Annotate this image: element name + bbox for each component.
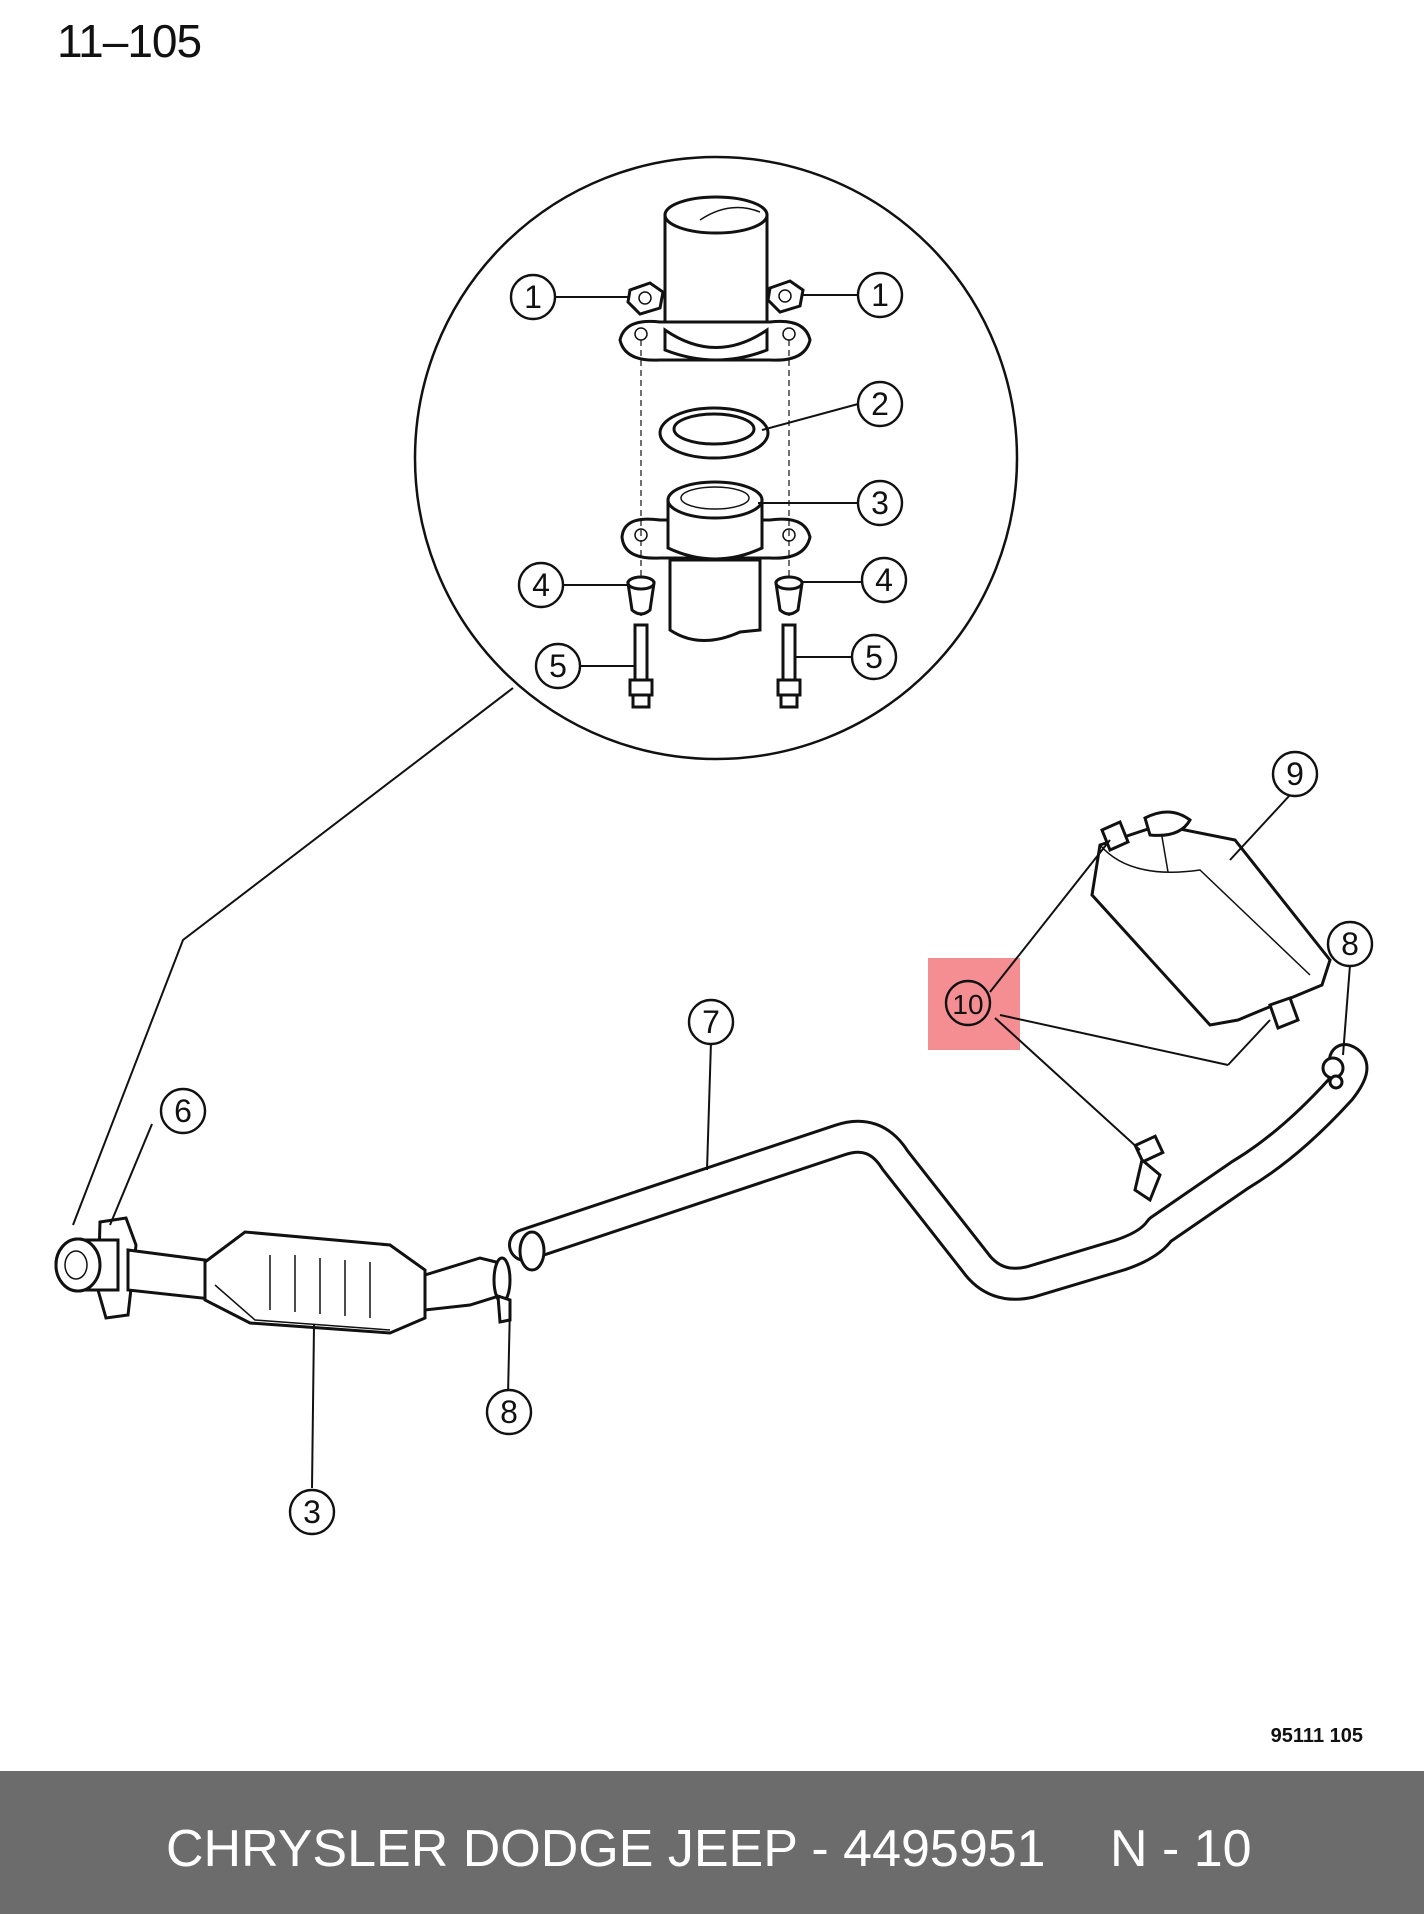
leader-3b	[311, 1324, 315, 1489]
detail-spring-right	[774, 575, 804, 616]
callout-6: 6	[159, 1087, 207, 1135]
svg-text:10: 10	[952, 989, 983, 1020]
detail-leader-line	[72, 687, 514, 1226]
footer-brand-part-number: CHRYSLER DODGE JEEP - 4495951	[166, 1820, 1046, 1878]
reference-code: 95111 105	[1270, 1725, 1363, 1747]
callout-8-front: 8	[485, 1388, 533, 1436]
svg-text:9: 9	[1286, 756, 1304, 792]
leader-8a	[507, 1304, 511, 1396]
detail-nut-left	[626, 281, 665, 316]
svg-text:5: 5	[549, 648, 567, 684]
leader-7	[706, 1041, 712, 1171]
svg-text:8: 8	[500, 1394, 518, 1430]
pipe-hanger-bracket	[1133, 1134, 1165, 1203]
svg-text:5: 5	[865, 639, 883, 675]
page-number: 11–105	[57, 15, 202, 67]
svg-text:1: 1	[524, 279, 542, 315]
detail-spring-left	[626, 575, 656, 616]
detail-bolt-left	[628, 623, 654, 709]
detail-bolt-right	[776, 623, 802, 709]
detail-circle	[413, 155, 1019, 761]
callout-1-left: 1	[509, 273, 557, 321]
svg-text:8: 8	[1341, 926, 1359, 962]
callout-5-left: 5	[534, 642, 582, 690]
svg-text:4: 4	[875, 562, 893, 598]
detail-gasket	[658, 406, 770, 460]
muffler	[1090, 810, 1332, 1030]
catalytic-converter	[203, 1230, 427, 1335]
detail-upper-pipe	[618, 195, 812, 362]
leader-8b	[1342, 964, 1351, 1056]
callout-10: 10	[944, 979, 992, 1027]
svg-text:2: 2	[871, 386, 889, 422]
callout-3-converter: 3	[288, 1488, 336, 1536]
svg-text:3: 3	[871, 485, 889, 521]
svg-text:3: 3	[303, 1494, 321, 1530]
callout-4-left: 4	[517, 561, 565, 609]
footer-part-label: N - 10	[1110, 1820, 1252, 1878]
leader-10-upper	[989, 839, 1111, 993]
callout-2: 2	[856, 380, 904, 428]
callout-1-right: 1	[856, 271, 904, 319]
svg-text:4: 4	[532, 567, 550, 603]
front-flange	[54, 1216, 138, 1320]
callout-4-right: 4	[860, 556, 908, 604]
leader-6	[109, 1123, 153, 1226]
detail-nut-right	[766, 279, 805, 314]
leader-10-middle	[999, 1014, 1229, 1066]
callout-9: 9	[1271, 750, 1319, 798]
svg-text:1: 1	[871, 277, 889, 313]
svg-text:6: 6	[174, 1093, 192, 1129]
callout-5-right: 5	[850, 633, 898, 681]
callout-8-rear: 8	[1326, 920, 1374, 968]
svg-text:7: 7	[702, 1004, 720, 1040]
leader-2	[761, 403, 859, 431]
exhaust-system-diagram: 1 1 2 3 4 4 5 5 6 7 8 8 9 3 10	[54, 155, 1374, 1536]
rear-clamp	[1321, 1056, 1345, 1090]
leader-10-end	[1227, 1019, 1271, 1066]
pipe-inlet-end	[518, 1230, 546, 1272]
footer-bar	[0, 1771, 1424, 1914]
converter-outlet-pipe	[423, 1256, 504, 1312]
detail-lower-flange	[620, 480, 812, 642]
callout-7: 7	[687, 998, 735, 1046]
leader-9	[1229, 794, 1291, 861]
front-clamp	[492, 1256, 512, 1324]
leader-10-lower	[994, 1017, 1141, 1151]
callout-3-detail: 3	[856, 479, 904, 527]
